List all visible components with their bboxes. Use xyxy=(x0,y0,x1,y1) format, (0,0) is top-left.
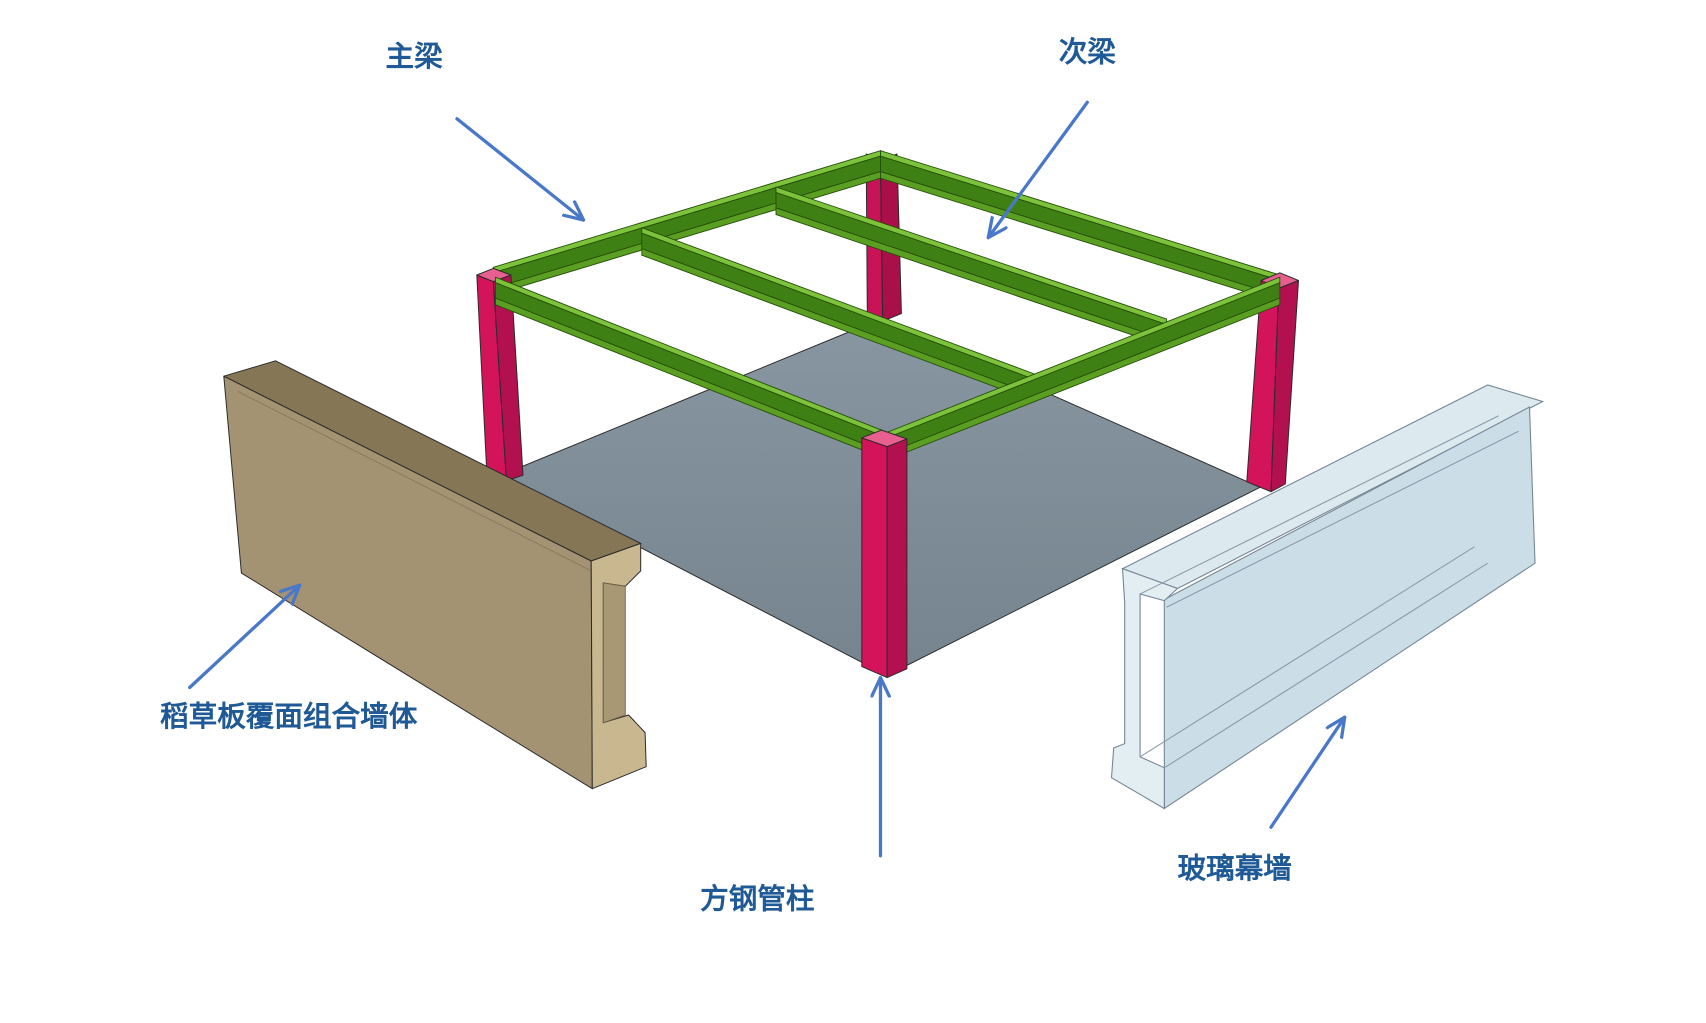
secondary-beam-arrow xyxy=(986,100,1089,240)
glass-wall-lower-groove-line-2 xyxy=(1164,562,1488,769)
main-beam-front-left xyxy=(495,276,888,461)
glass-wall-upper-groove-line-2 xyxy=(1166,430,1519,608)
main-beam-front-right xyxy=(886,276,1281,461)
beam-bottom-flange xyxy=(880,171,1281,304)
main-beam-label: 主梁 xyxy=(385,39,443,73)
glass-wall-arrow xyxy=(1269,715,1347,829)
beam-bottom-flange xyxy=(492,171,881,296)
secondary-beam-a xyxy=(641,227,1035,403)
main-beam-arrow xyxy=(455,117,586,222)
column-front-cap xyxy=(861,429,908,448)
glass-wall-label: 玻璃幕墙 xyxy=(1178,851,1292,885)
beam-web xyxy=(880,155,1281,297)
straw-board-wall xyxy=(223,360,647,790)
secondary-beam-label: 次梁 xyxy=(1059,35,1117,69)
column-front xyxy=(861,429,908,679)
glass-wall-front-face xyxy=(1163,406,1536,810)
straw-wall-arrow xyxy=(188,583,302,690)
straw-wall-lip-line xyxy=(237,391,592,572)
straw-wall-label: 稻草板覆面组合墙体 xyxy=(160,699,418,733)
column-label: 方钢管柱 xyxy=(700,882,814,916)
glass-wall-end-profile xyxy=(1110,567,1179,810)
glass-curtain-wall xyxy=(1110,384,1545,810)
glass-wall-lower-groove-line xyxy=(1139,546,1475,758)
column-front-left-face xyxy=(861,437,888,679)
column-left-cap xyxy=(476,267,512,283)
glass-wall-upper-groove-line xyxy=(1139,415,1499,595)
beams-front-group xyxy=(495,276,1281,461)
column-left xyxy=(476,267,524,482)
main-beam-back-right xyxy=(880,150,1281,304)
column-front-right-face xyxy=(886,438,908,679)
straw-wall-channel-recess xyxy=(602,582,626,724)
